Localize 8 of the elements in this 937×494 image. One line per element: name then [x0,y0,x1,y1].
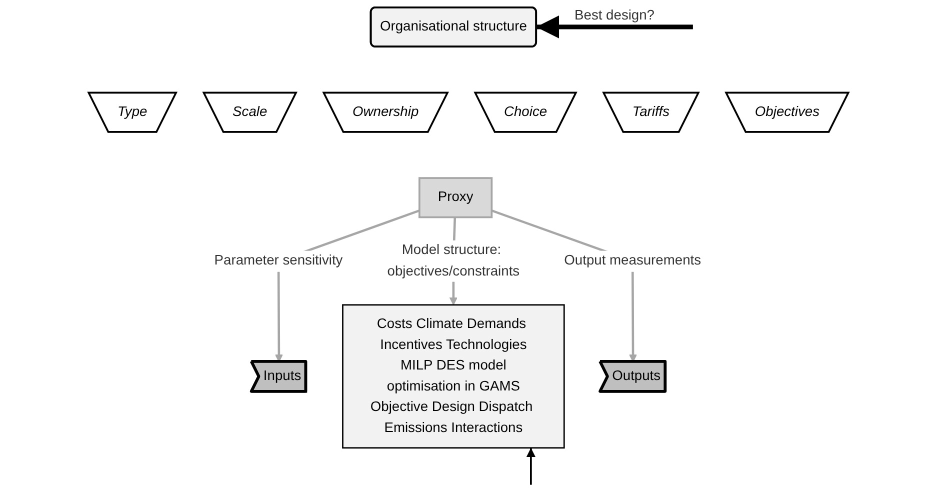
edge-label: Parameter sensitivity [214,252,343,268]
edge-label: Model structure: objectives/constraints [387,242,520,279]
node-box: Proxy [418,177,493,218]
edge-label: Output measurements [564,252,702,268]
node-box: Costs Climate Demands Incentives Technologies MILP DES model optimisation in GAMS Objective Design Dispatch Emissions Interactions [342,304,565,449]
arrow [526,448,536,485]
edge-label: Best design? [574,6,654,23]
arrow [536,15,693,39]
